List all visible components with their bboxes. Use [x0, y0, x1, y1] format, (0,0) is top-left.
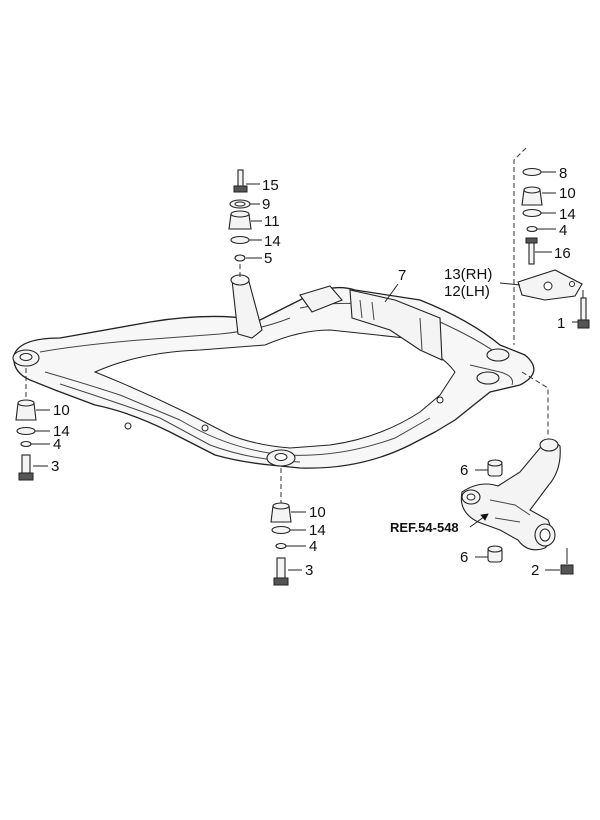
label-part-3-center: 3 — [305, 562, 313, 579]
label-part-12-lh: 12(LH) — [444, 283, 490, 300]
label-part-11: 11 — [264, 213, 280, 230]
label-part-6-bottom: 6 — [460, 549, 468, 566]
label-part-10-center: 10 — [309, 504, 326, 521]
label-part-14-top: 14 — [264, 233, 281, 250]
lower-control-arm — [460, 438, 561, 551]
center-mount-stack — [270, 468, 292, 586]
arm-bushing-upper — [487, 459, 503, 477]
label-part-10-left: 10 — [53, 402, 70, 419]
label-part-16: 16 — [554, 245, 571, 262]
label-part-14-right: 14 — [559, 206, 576, 223]
leader-lines — [31, 171, 578, 571]
top-right-mount-stack — [513, 147, 590, 345]
arm-bushing-lower — [487, 545, 503, 563]
label-part-4-left: 4 — [53, 436, 61, 453]
label-part-4-center: 4 — [309, 538, 317, 555]
ball-joint-nut — [560, 548, 574, 575]
label-part-14-left: 14 — [53, 423, 70, 440]
front-subframe-crossmember — [12, 274, 535, 469]
label-part-9: 9 — [262, 196, 270, 213]
label-part-15: 15 — [262, 177, 279, 194]
label-part-2: 2 — [531, 562, 539, 579]
reference-label: REF.54-548 — [390, 520, 459, 535]
label-part-1: 1 — [557, 315, 565, 332]
label-part-5: 5 — [264, 250, 272, 267]
label-part-14-center: 14 — [309, 522, 326, 539]
left-mount-stack — [15, 368, 37, 481]
label-part-13-rh: 13(RH) — [444, 266, 492, 283]
label-part-7: 7 — [398, 267, 406, 284]
label-part-8: 8 — [559, 165, 567, 182]
label-part-4-right: 4 — [559, 222, 567, 239]
label-part-3-left: 3 — [51, 458, 59, 475]
label-part-6-top: 6 — [460, 462, 468, 479]
top-left-mount-stack — [228, 169, 252, 278]
label-part-10-right: 10 — [559, 185, 576, 202]
